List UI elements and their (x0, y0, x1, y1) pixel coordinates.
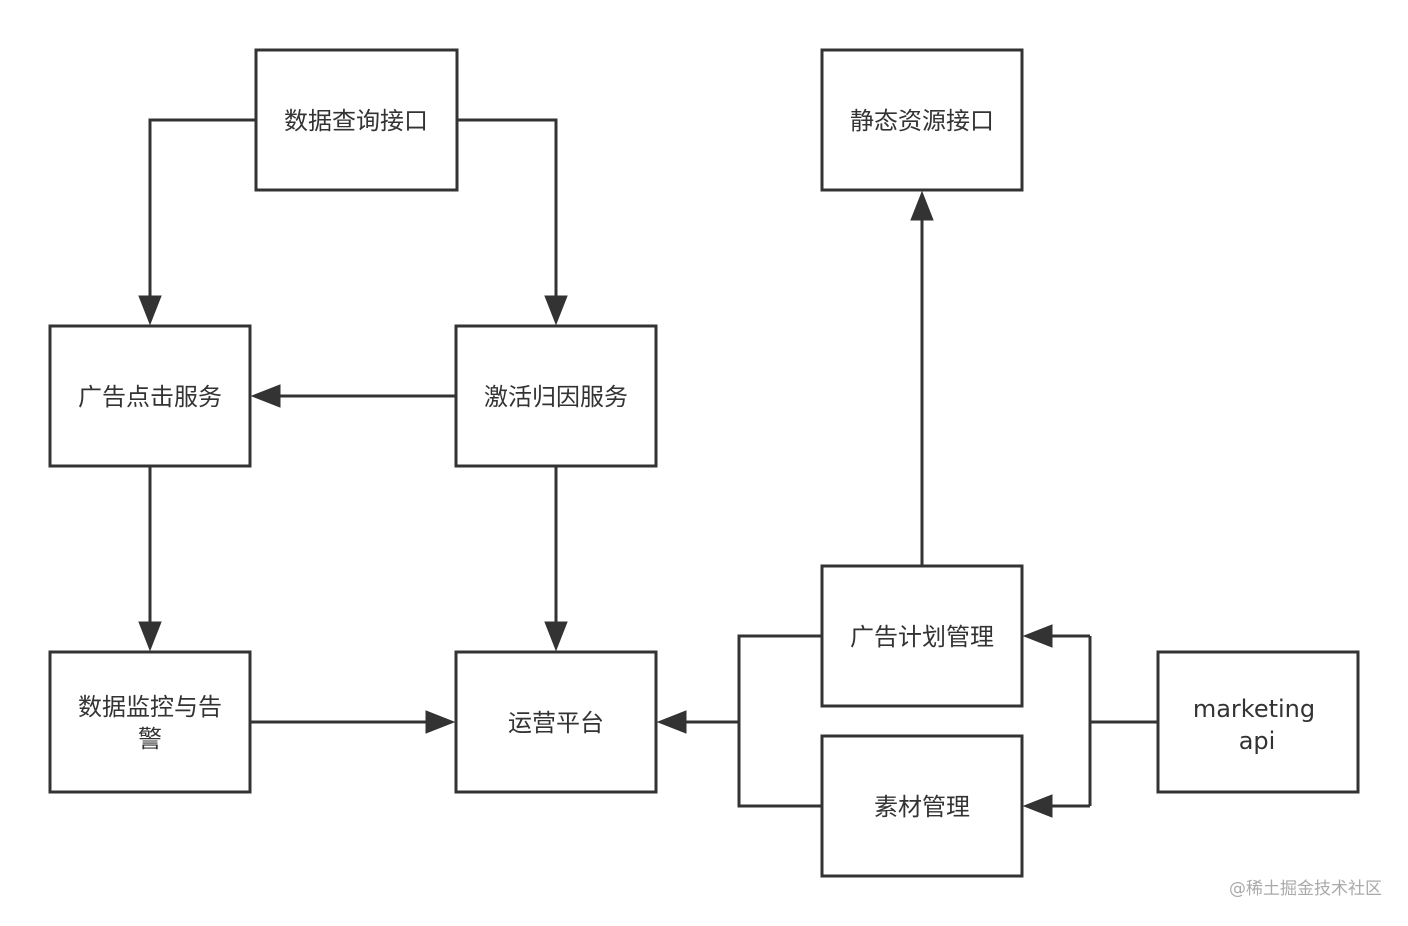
node-label: 静态资源接口 (850, 107, 994, 135)
arrow-query-to-attribution (544, 295, 568, 326)
edges (138, 118, 1158, 818)
arrow-plan-to-static (910, 190, 934, 221)
node-label: 激活归因服务 (484, 383, 628, 411)
node-marketing-api: marketing api (1156, 650, 1360, 794)
edge-marketing-to-plan-material (1048, 634, 1158, 808)
arrow-query-to-click (138, 295, 162, 326)
node-label-line-2: 警 (138, 725, 162, 753)
node-label-line-2: api (1239, 727, 1276, 755)
arrow-marketing-to-material (1022, 794, 1053, 818)
watermark: @稀土掘金技术社区 (1229, 879, 1382, 899)
edge-query-to-click (148, 118, 256, 300)
arrow-attribution-to-platform (544, 621, 568, 652)
edge-plan-material-to-platform (682, 634, 822, 808)
node-label-line-1: marketing (1193, 695, 1315, 723)
node-data-monitor-alert: 数据监控与告 警 (48, 650, 252, 794)
node-label: 广告点击服务 (78, 383, 222, 411)
node-data-query-api: 数据查询接口 (254, 48, 459, 192)
node-operation-platform: 运营平台 (454, 650, 658, 794)
arrow-plan-material-to-platform (656, 710, 687, 734)
node-label-line-1: 数据监控与告 (78, 693, 222, 721)
node-ad-plan-management: 广告计划管理 (820, 564, 1024, 708)
node-ad-click-service: 广告点击服务 (48, 324, 252, 468)
arrow-click-to-monitor (138, 621, 162, 652)
arrow-attribution-to-click (250, 384, 281, 408)
node-activation-attribution-service: 激活归因服务 (454, 324, 658, 468)
node-label: 运营平台 (508, 709, 604, 737)
node-label: 广告计划管理 (850, 623, 994, 651)
node-material-management: 素材管理 (820, 734, 1024, 878)
arrow-marketing-to-plan (1022, 624, 1053, 648)
edge-query-to-attribution (457, 118, 558, 300)
node-label: 数据查询接口 (284, 107, 428, 135)
node-static-resource-api: 静态资源接口 (820, 48, 1024, 192)
node-label: 素材管理 (874, 793, 970, 821)
arrow-monitor-to-platform (425, 710, 456, 734)
